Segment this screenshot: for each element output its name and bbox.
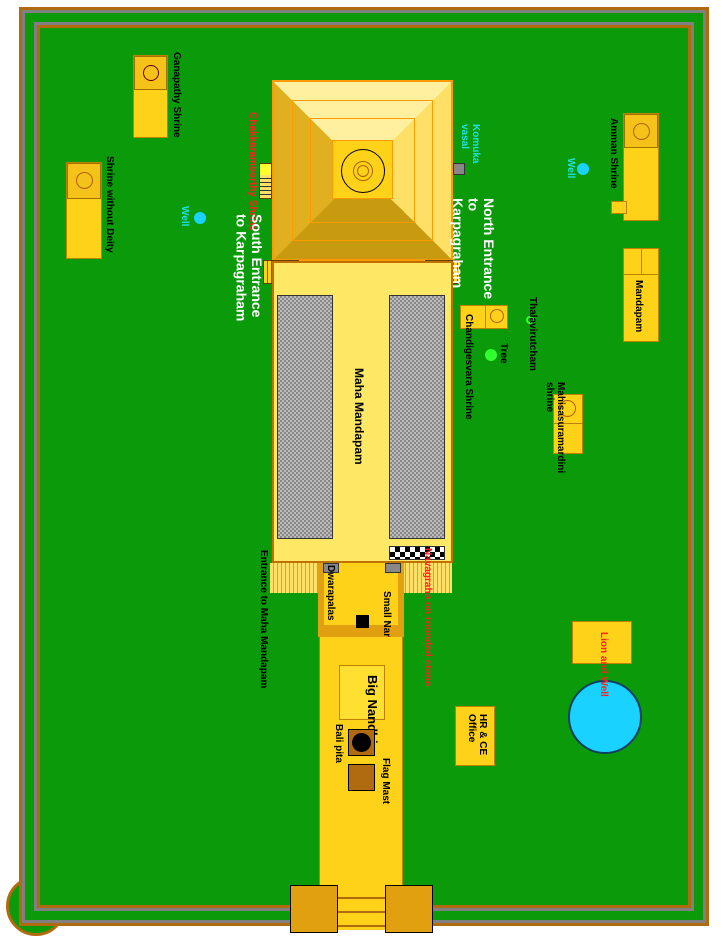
- mandapam: [623, 248, 659, 342]
- mahisasuramardini-shrine: [553, 394, 583, 454]
- well-right-label: Well: [565, 158, 576, 179]
- hr-ce-office-label: HR & CE Office: [466, 714, 488, 756]
- bali-pita: [348, 729, 375, 756]
- chandigesvara-shrine: [460, 305, 508, 329]
- shrine-without-deity-label: Shrine without Deity: [104, 156, 115, 253]
- chakkaramoorthy-label: Chakkaramoorthy Shrine: [247, 112, 258, 231]
- big-nandhi-label: Big Nandhi: [365, 675, 380, 744]
- shrine-without-deity: [66, 162, 102, 259]
- dwarapala-south: [323, 563, 339, 573]
- pillared-hall-south: [277, 295, 333, 539]
- south-entrance-label: South Entrance to Karpagraham: [233, 214, 265, 322]
- dwarapala-north: [385, 563, 401, 573]
- pillared-hall-north: [389, 295, 445, 539]
- garbhagriha-vimana: [272, 80, 453, 261]
- tree-icon: [485, 349, 497, 361]
- well-left-label: Well: [179, 206, 190, 227]
- tree-label: Tree: [498, 343, 509, 364]
- flag-mast-label: Flag Mast: [380, 758, 391, 805]
- flag-mast: [348, 764, 375, 791]
- lingam-icon: [341, 149, 385, 193]
- north-entrance-label: North Entrance to Karpagraham: [450, 198, 497, 300]
- gopuram-north-pillar: [385, 885, 433, 933]
- well-icon: [194, 212, 206, 224]
- chakkaramoorthy-shrine: [259, 163, 272, 199]
- big-nandhi-box: [339, 665, 385, 720]
- amman-shrine: [623, 113, 659, 221]
- thalavirutcham-label: Thalavirutcham: [527, 297, 538, 371]
- komuka-vasal: [453, 163, 465, 175]
- ganapathy-label: Ganapathy Shrine: [171, 52, 182, 138]
- komuka-vasal-label: Komuka vasal: [459, 124, 481, 164]
- thalavirutcham-icon: [526, 316, 534, 324]
- entrance-maha-mandapam-label: Entrance to Maha Mandapam: [258, 550, 269, 689]
- small-nandhi-label: Small Nandhi: [381, 591, 392, 655]
- bali-pita-label: Bali pita: [333, 724, 344, 763]
- entrance-steps: [338, 885, 386, 930]
- well-right-icon: [577, 163, 589, 175]
- amman-shrine-porch: [611, 201, 627, 214]
- lion-and-well-shrine: [572, 621, 632, 664]
- small-nandhi-icon: [356, 615, 369, 628]
- chandigesvara-label: Chandigesvara Shrine: [463, 314, 474, 420]
- gopuram-south-pillar: [290, 885, 338, 933]
- dwarapalas-label: Dwarapalas: [325, 565, 336, 621]
- maha-mandapam-label: Maha Mandapam: [352, 368, 367, 465]
- navagraha-stone: [389, 546, 445, 560]
- tank-well: [568, 680, 642, 754]
- mandapam-label: Mandapam: [633, 280, 644, 333]
- navagraha-label: Navagraha on rounded stone: [422, 548, 433, 687]
- ganapathy-shrine: [133, 55, 168, 138]
- amman-shrine-label: Amman Shrine: [608, 118, 619, 189]
- hr-ce-office: [455, 706, 495, 766]
- mahisasuramardini-label: Mahisasuramardini shrine: [544, 382, 566, 474]
- lion-and-well-label: Lion and Well: [598, 632, 609, 697]
